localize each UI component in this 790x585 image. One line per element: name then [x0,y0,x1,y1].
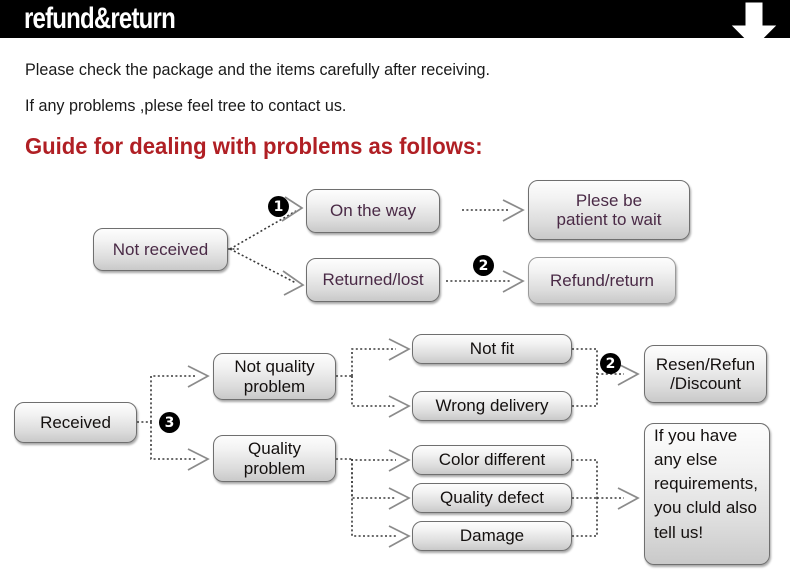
badge-2-top: 2 [473,255,494,276]
node-please-be-patient-line2: patient to wait [556,210,662,229]
node-refund-return[interactable]: Refund/return [528,257,676,304]
page-title: refund&return [24,2,176,35]
intro-line-2: If any problems ,plese feel tree to cont… [25,96,347,115]
node-color-different[interactable]: Color different [412,445,572,475]
node-damage[interactable]: Damage [412,521,572,551]
note-line-2: any else [654,450,718,470]
note-line-1: If you have [654,426,738,445]
badge-2-bottom: 2 [600,353,621,374]
node-not-quality-problem-line2: problem [243,376,306,396]
node-not-quality-problem[interactable]: Not quality problem [213,353,336,400]
node-quality-problem-line2: problem [243,458,306,478]
note-line-3: requirements, [654,474,758,494]
badge-1: 1 [268,196,289,217]
node-please-be-patient[interactable]: Plese be patient to wait [528,180,690,240]
node-quality-defect[interactable]: Quality defect [412,483,572,513]
node-resend-refund-discount-line2: /Discount [670,374,741,393]
node-not-fit[interactable]: Not fit [412,334,572,364]
header-bar [0,0,790,38]
badge-3: 3 [159,412,180,433]
node-resend-refund-discount[interactable]: Resen/Refun /Discount [644,345,767,403]
guide-heading: Guide for dealing with problems as follo… [25,133,483,159]
node-received[interactable]: Received [14,402,137,443]
down-arrow-icon [731,2,777,48]
node-on-the-way[interactable]: On the way [306,189,440,233]
node-quality-problem[interactable]: Quality problem [213,435,336,482]
node-not-quality-problem-line1: Not quality [234,357,315,377]
note-line-4: you cluld also [654,498,758,518]
node-please-be-patient-line1: Plese be [575,190,643,210]
node-returned-lost[interactable]: Returned/lost [306,258,440,302]
node-wrong-delivery[interactable]: Wrong delivery [412,391,572,421]
node-resend-refund-discount-line1: Resen/Refun [655,354,756,374]
node-not-received[interactable]: Not received [93,228,228,271]
node-extra-requirements-note[interactable]: If you have any else requirements, you c… [644,423,770,565]
node-quality-problem-line1: Quality [248,439,301,459]
note-line-5: tell us! [654,522,704,542]
intro-line-1: Please check the package and the items c… [25,60,491,79]
